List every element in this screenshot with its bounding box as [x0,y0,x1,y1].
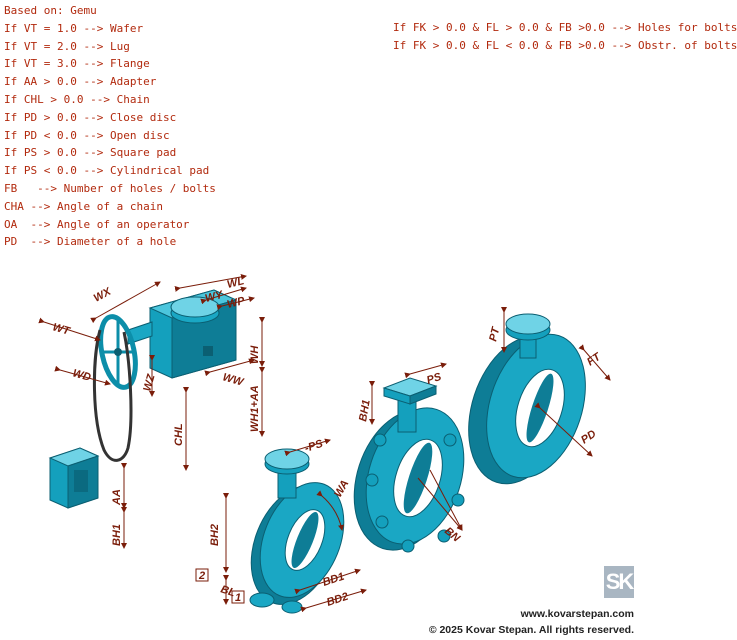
dim-bd2: BD2 [325,591,350,609]
drawing-canvas: Based on: Gemu If VT = 1.0 --> Wafer If VT… [4,2,737,636]
dim-ft: FT [585,350,604,368]
note-left-line: CHA --> Angle of a chain [4,199,163,213]
gear-operator [127,289,238,379]
dim-wz: WZ [141,372,158,393]
valve-drawing: WX WL WY WP WT WD WZ WW WH WH1+AA CHL AA… [38,273,611,614]
adapter [48,447,100,509]
note-left-line: If PS < 0.0 --> Cylindrical pad [4,164,210,178]
dim-wy: WY [204,289,226,305]
dim-pt: PT [487,325,502,343]
dim-ps-neg: -PS [303,438,325,455]
dim-wp: WP [226,295,247,311]
dim-chl: CHL [173,423,185,446]
dim-bh1-lug: BH1 [357,399,373,423]
note-left-line: FB --> Number of holes / bolts [4,181,216,195]
dimension-lines [38,273,611,613]
note-left-line: If CHL > 0.0 --> Chain [4,92,150,106]
note-right-line: If FK > 0.0 & FL < 0.0 & FB >0.0 --> Obs… [393,38,737,52]
dim-bh2: BH2 [209,524,221,546]
note-left-line: OA --> Angle of an operator [4,217,190,231]
note-left-line: If PD < 0.0 --> Open disc [4,128,170,142]
dim-pd: PD [579,428,598,447]
note-left-line: PD --> Diameter of a hole [4,235,177,249]
sk-logo: SK [604,566,634,598]
dim-aa: AA [111,489,123,506]
lug-valve [353,377,465,553]
notes-left: Based on: Gemu If VT = 1.0 --> Wafer If VT… [4,2,216,251]
notes-right: If FK > 0.0 & FL > 0.0 & FB >0.0 --> Hol… [393,19,737,55]
index-box-2 [195,568,209,582]
dim-bh1-adapter: BH1 [111,524,123,546]
index-box-1 [231,590,245,604]
note-left-line: If VT = 2.0 --> Lug [4,39,130,53]
note-left-line: If VT = 1.0 --> Wafer [4,21,144,35]
dim-wh: WH [249,345,261,364]
dim-bl: BL [219,583,237,599]
footer-copyright: © 2025 Kovar Stepan. All rights reserved… [428,624,634,636]
dim-ps: PS [425,371,443,387]
dim-wl: WL [226,275,246,291]
dim-wa: WA [332,478,351,499]
note-left-line: If AA > 0.0 --> Adapter [4,75,157,89]
note-left-line: If PD > 0.0 --> Close disc [4,110,177,124]
note-left-line: If VT = 3.0 --> Flange [4,57,150,71]
handwheel [98,314,138,390]
note-left-line: If PS > 0.0 --> Square pad [4,146,177,160]
dim-wx: WX [92,285,114,304]
dim-wh1-aa: WH1+AA [249,385,261,432]
dim-ww: WW [221,371,246,389]
dim-index-2: 2 [198,570,205,582]
footer-url[interactable]: www.kovarstepan.com [520,608,634,620]
dim-wd: WD [71,367,92,384]
flange-valve [468,313,586,485]
note-left-line: Based on: Gemu [4,4,97,17]
dim-wt: WT [51,321,72,338]
note-right-line: If FK > 0.0 & FL > 0.0 & FB >0.0 --> Hol… [393,21,737,34]
dim-index-1: 1 [235,592,241,604]
